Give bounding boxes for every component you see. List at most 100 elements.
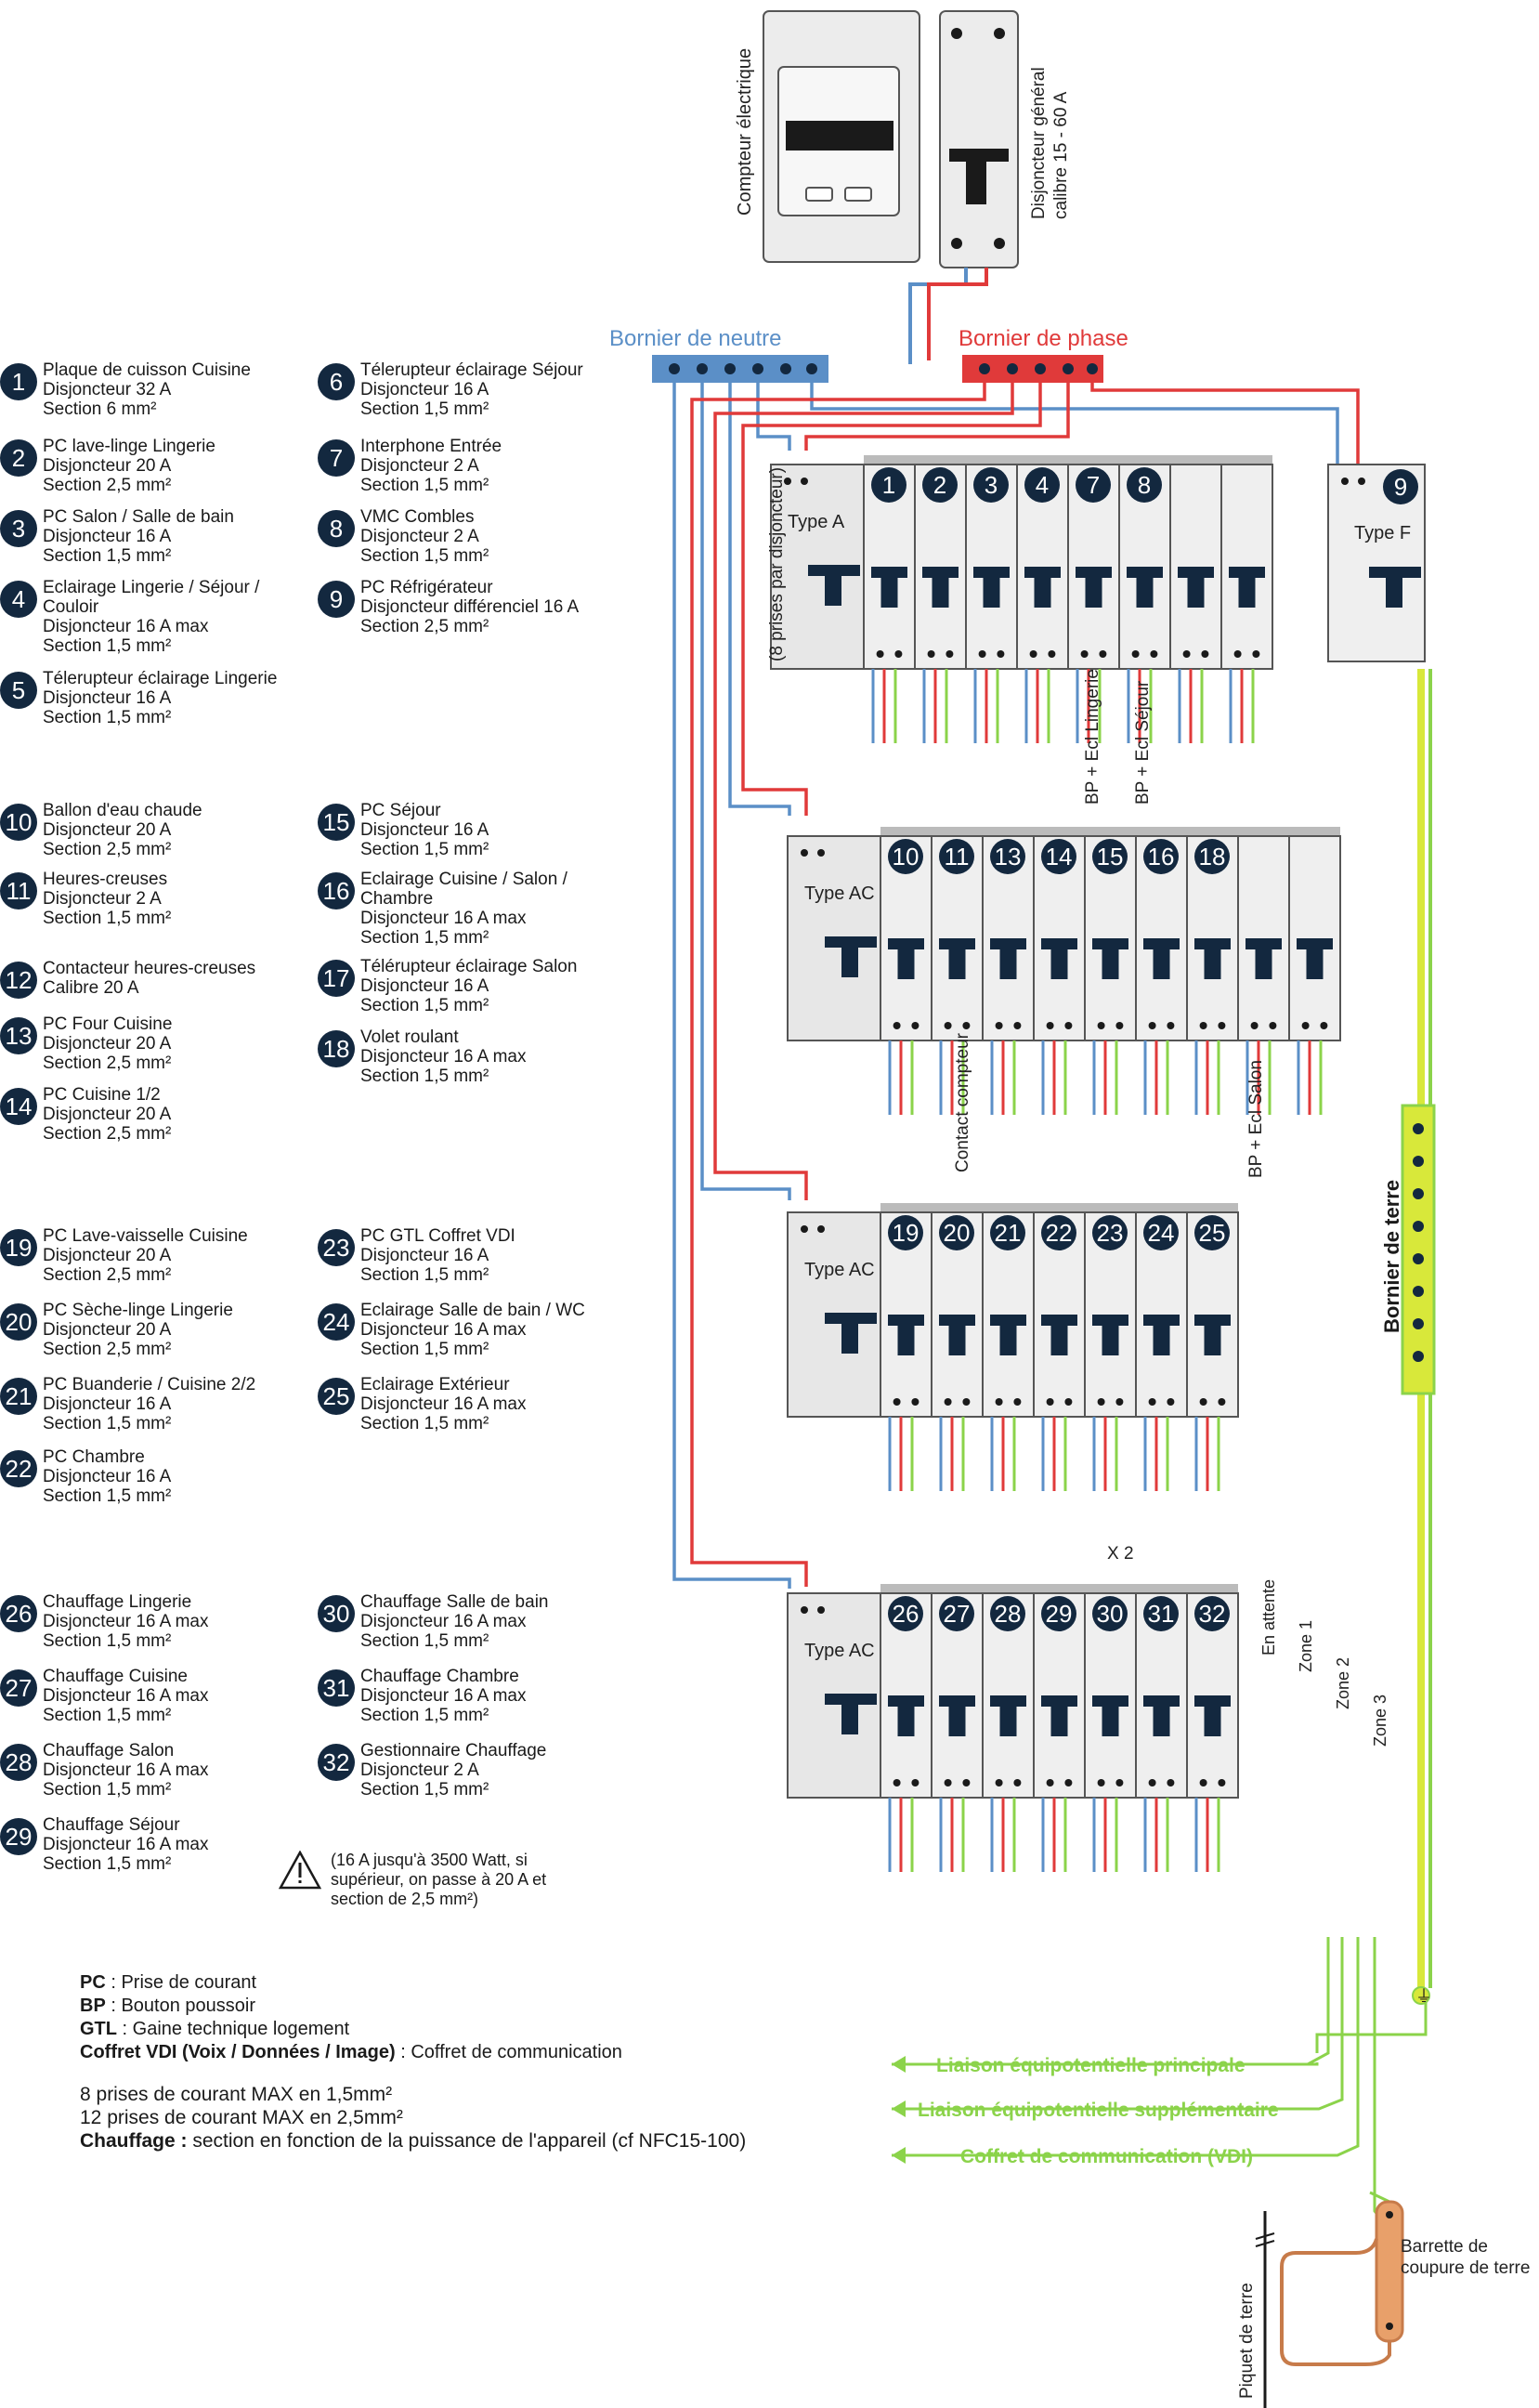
circuit-number-badge: 3 [0,510,37,547]
circuit-line: Section 1,5 mm² [43,909,172,928]
circuit-line: Disjoncteur 16 A max [360,909,527,928]
circuit-line: Disjoncteur 2 A [43,889,162,909]
circuit-line: Chauffage Cuisine [43,1667,188,1686]
circuit-line: Eclairage Extérieur [360,1375,510,1394]
circuit-number-badge: 29 [0,1818,37,1855]
main-breaker-label-2: calibre 15 - 60 A [1051,91,1071,219]
breaker-number-badge [1143,1215,1179,1250]
circuit-line: PC Buanderie / Cuisine 2/2 [43,1375,256,1394]
circuit-line: Section 2,5 mm² [43,1054,172,1073]
link-vdi: Coffret de communication (VDI) [892,2146,1253,2167]
circuit-line: Section 2,5 mm² [43,1124,172,1144]
breaker-number-badge [1143,839,1179,874]
circuit-line: Section 1,5 mm² [360,996,489,1015]
note-line: section en fonction de la puissance de l… [192,2130,747,2152]
breaker-number-badge [990,1215,1025,1250]
breaker-number: 8 [1138,471,1151,499]
circuit-line: Section 1,5 mm² [360,399,489,419]
barrette-label-2: coupure de terre [1401,2258,1530,2278]
circuit-line: Disjoncteur 16 A [43,1394,172,1414]
legend-key: Coffret VDI (Voix / Données / Image) [80,2042,396,2062]
label-bp-ecl-lingerie: BP + Ecl Lingerie [1083,669,1102,805]
circuit-number-badge: 25 [318,1378,355,1415]
breaker-number: 9 [1394,473,1407,501]
electric-meter: Compteur électrique [735,10,920,263]
circuit-line: Disjoncteur 16 A [43,1467,172,1486]
label-en-attente: En attente [1259,1579,1278,1656]
warning-line: (16 A jusqu'à 3500 Watt, si [331,1851,528,1869]
breaker-number: 15 [1097,843,1124,870]
circuit-line: Section 1,5 mm² [43,1631,172,1651]
row-type-label: Type AC [804,1641,875,1661]
breaker-number: 2 [933,471,946,499]
circuit-line: PC Sèche-linge Lingerie [43,1301,233,1320]
circuit-line: Télerupteur éclairage Lingerie [43,669,278,688]
circuit-line: Section 1,5 mm² [360,1631,489,1651]
circuit-line: PC Cuisine 1/2 [43,1085,161,1105]
breaker-number: 20 [944,1219,971,1247]
circuit-line: Eclairage Cuisine / Salon / [360,870,567,889]
circuit-line: Disjoncteur 2 A [360,456,479,476]
breaker-number: 28 [995,1600,1022,1628]
circuit-line: PC Four Cuisine [43,1014,173,1034]
barrette-de-coupure: Barrette de coupure de terre [1369,2191,1530,2343]
circuit-line: Disjoncteur 16 A [360,820,489,840]
warning-icon [279,1851,321,1890]
circuit-line: Disjoncteur 16 A [360,380,489,399]
circuit-number-badge: 27 [0,1669,37,1707]
circuit-line: Disjoncteur 2 A [360,1760,479,1780]
circuit-line: Section 1,5 mm² [360,546,489,566]
link-principale: Liaison équipotentielle principale [892,2055,1246,2076]
circuit-line: Disjoncteur 20 A [43,456,172,476]
circuit-number-badge: 18 [318,1030,355,1067]
circuit-line: Disjoncteur 16 A [43,527,172,546]
circuit-line: Section 1,5 mm² [43,636,172,656]
circuit-number-badge: 2 [0,439,37,477]
circuit-line: Volet roulant [360,1027,459,1047]
circuit-line: Disjoncteur 16 A [360,976,489,996]
row-type-label: Type AC [804,1260,875,1280]
breaker-number: 13 [995,843,1022,870]
phase-bar-label: Bornier de phase [959,326,1128,351]
circuit-line: Section 2,5 mm² [360,617,489,636]
breaker-number-badge [1076,467,1111,503]
breaker-number-badge [1194,1215,1230,1250]
circuit-line: Section 1,5 mm² [360,476,489,495]
breaker-number-badge [888,1596,923,1631]
circuit-number-badge: 20 [0,1303,37,1341]
circuit-line: Disjoncteur 20 A [43,1246,172,1265]
circuit-line: Couloir [43,597,99,617]
breaker-number-badge [990,1596,1025,1631]
breaker-number: 25 [1199,1219,1226,1247]
legend-text: : Gaine technique logement [117,2019,350,2039]
label-bp-ecl-sejour: BP + Ecl Séjour [1133,680,1153,805]
breaker-number: 29 [1046,1600,1073,1628]
circuit-line: Disjoncteur 16 A [360,1246,489,1265]
circuit-number-badge: 17 [318,960,355,997]
circuit-line: PC Séjour [360,801,441,820]
earth-bar-label: Bornier de terre [1380,1180,1403,1333]
circuit-line: Disjoncteur 16 A max [360,1047,527,1067]
link-vdi-label: Coffret de communication (VDI) [960,2146,1253,2167]
row-type-label: Type AC [804,883,875,904]
circuit-number-badge: 26 [0,1595,37,1632]
neutral-bar-label: Bornier de neutre [609,326,781,351]
breaker-number: 19 [893,1219,919,1247]
circuit-number-badge: 1 [0,363,37,400]
circuit-line: Section 1,5 mm² [43,708,172,727]
circuit-line: Section 1,5 mm² [360,1265,489,1285]
circuit-line: Disjoncteur 16 A max [43,1760,209,1780]
circuit-line: Section 1,5 mm² [43,1486,172,1506]
note-key: Chauffage : [80,2130,193,2152]
circuit-line: Disjoncteur 16 A [43,688,172,708]
